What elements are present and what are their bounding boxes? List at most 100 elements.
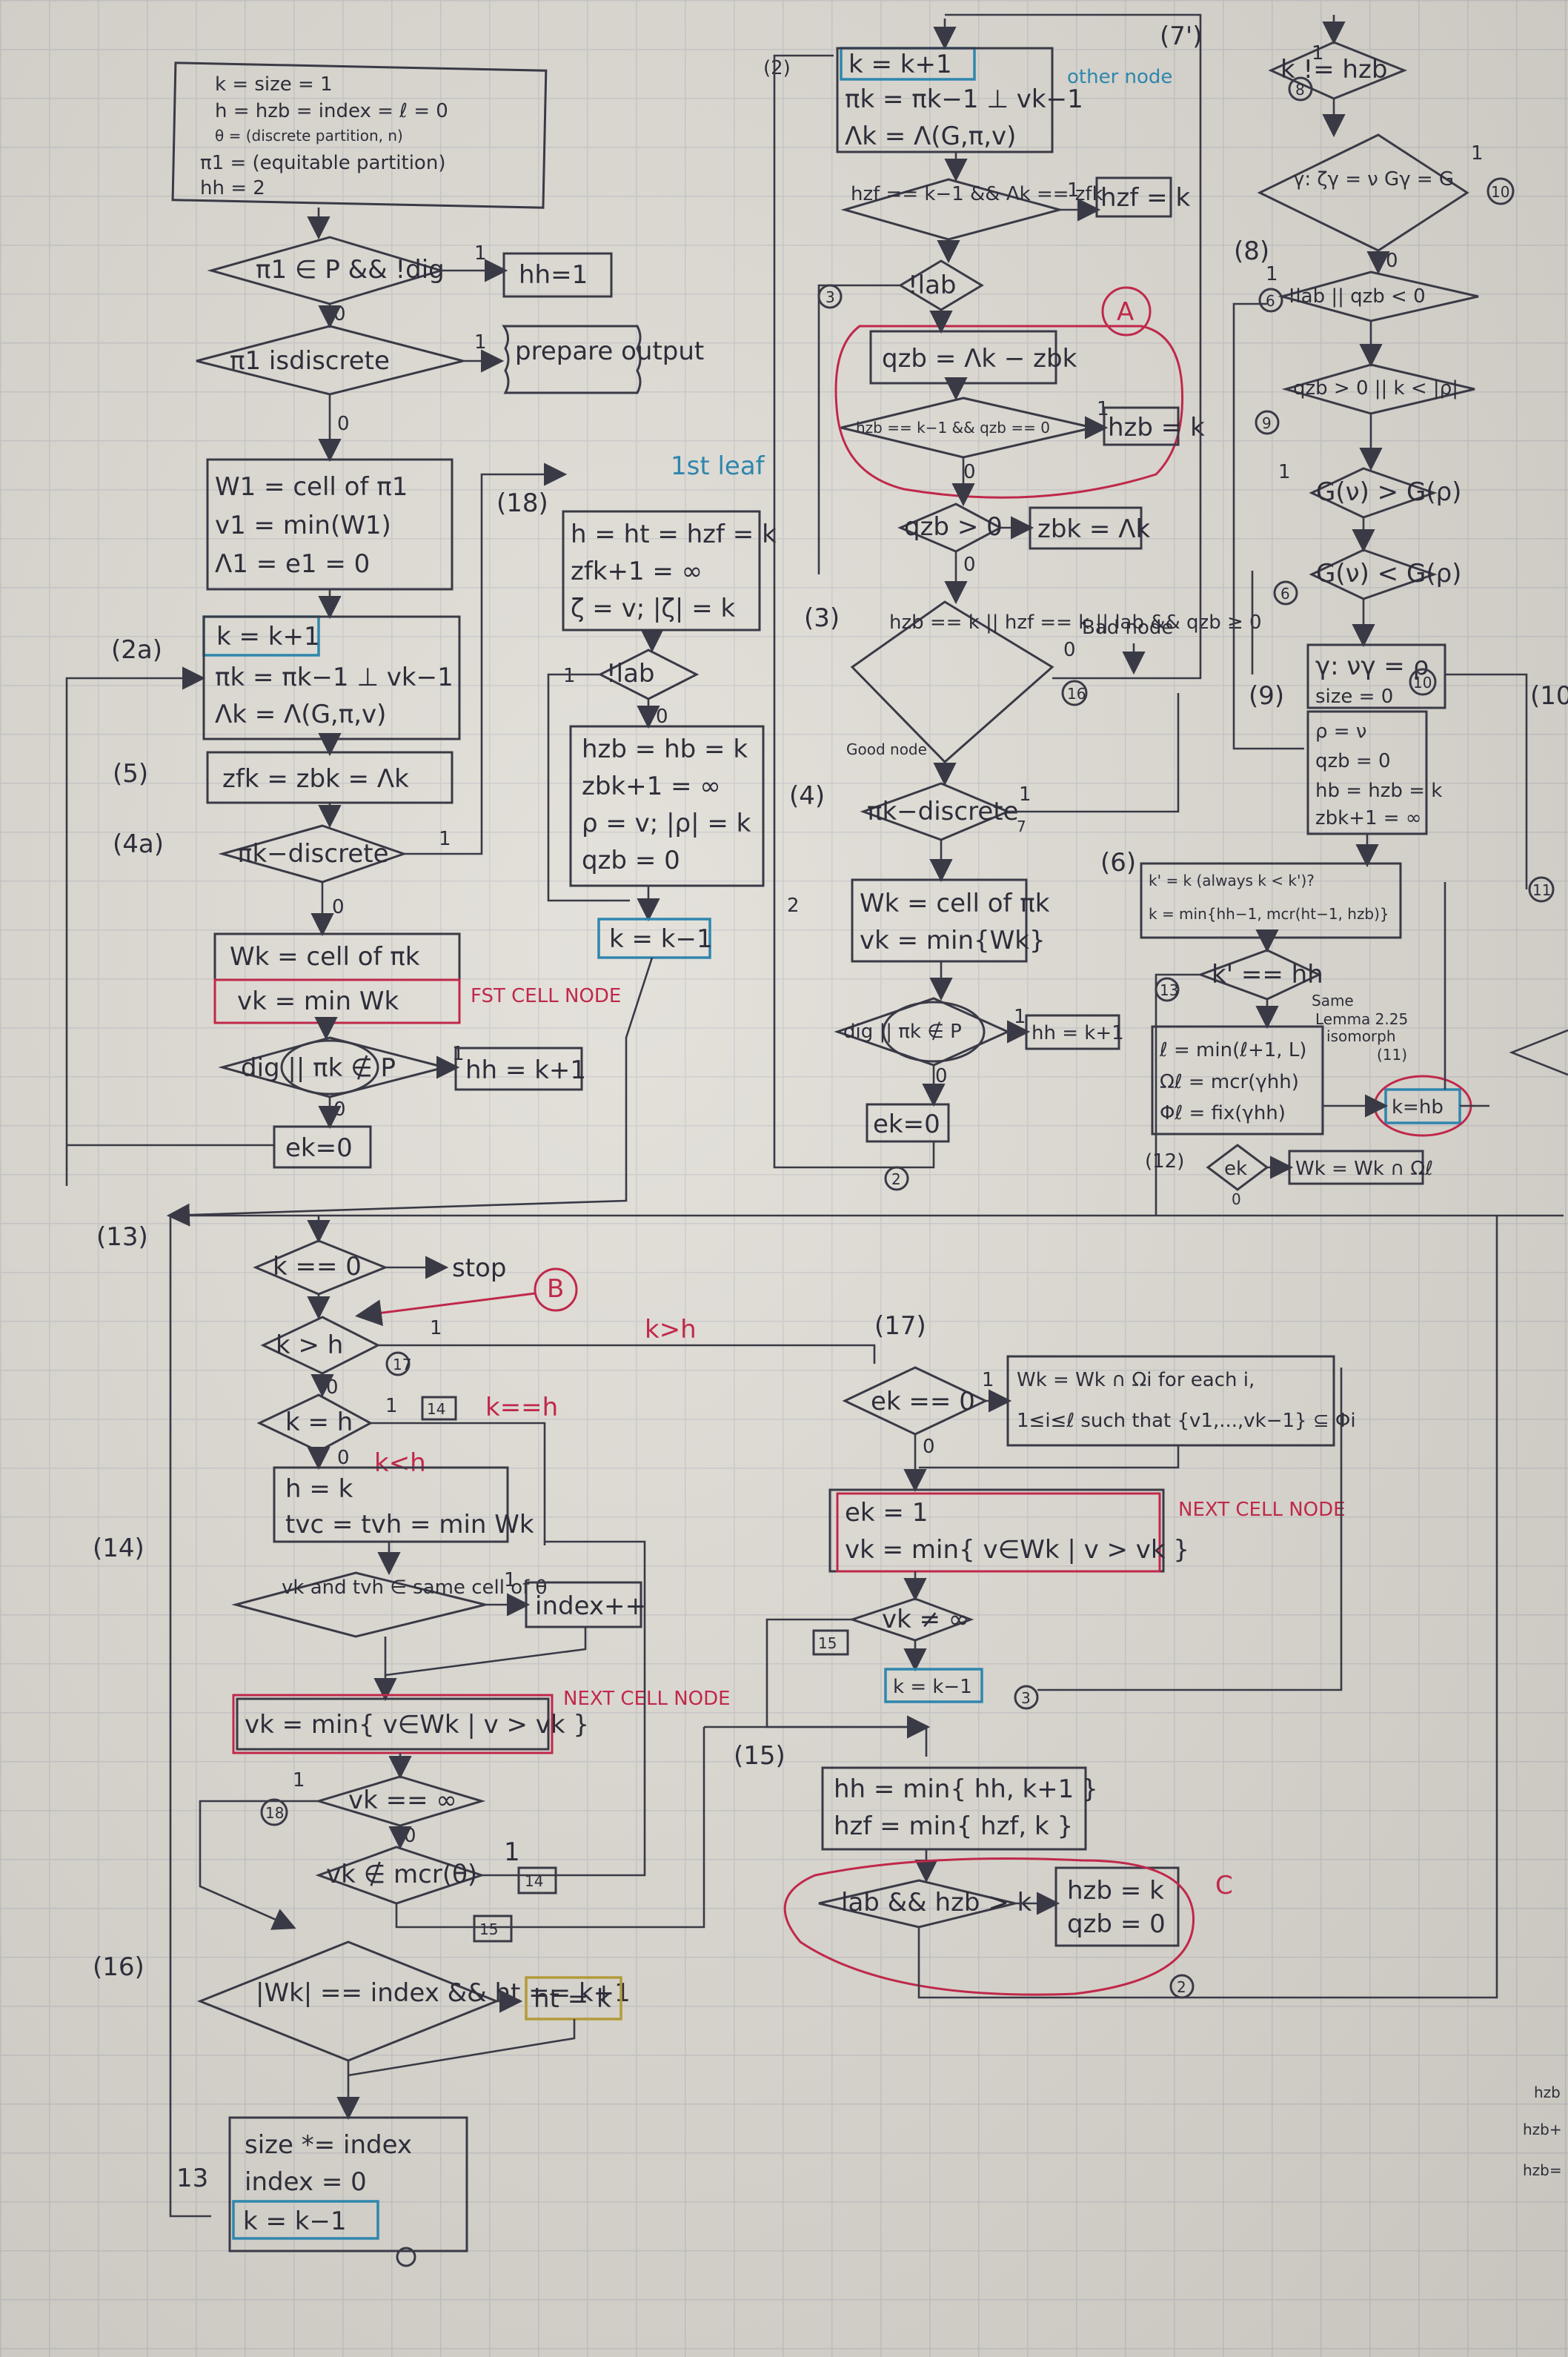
svg-text:15: 15 [479,1920,498,1938]
svg-text:1: 1 [385,1395,398,1417]
init-line4: π1 = (equitable partition) [200,152,445,174]
svg-text:qzb = 0: qzb = 0 [582,846,680,875]
svg-text:ζ = v; |ζ| = k: ζ = v; |ζ| = k [571,594,735,623]
k-decrement-box-bottom [232,2200,379,2240]
svg-text:ek=0: ek=0 [285,1133,353,1163]
decision-ek-right [1206,1144,1269,1191]
good-node-note: Good node [846,740,927,758]
svg-text:0: 0 [963,554,976,576]
svg-text:k = h: k = h [285,1408,353,1437]
prepare-output-box [502,325,642,394]
svg-text:zbk+1 = ∞: zbk+1 = ∞ [582,772,721,801]
edge-note-1: hzb [1534,2083,1561,2101]
decision-pi1-in-P-label: π1 ∈ P && !dig [256,255,445,285]
svg-text:hzb = k: hzb = k [1067,1876,1164,1906]
svg-text:17: 17 [393,1356,411,1373]
decision-wk-index-ht-label: |Wk| == index && ht == k+1 [256,1978,631,2008]
decision-pi1-discrete-label: π1 isdiscrete [230,346,390,376]
svg-text:Λk = Λ(G,π,v): Λk = Λ(G,π,v) [845,122,1016,151]
svg-text:13: 13 [176,2164,208,2193]
label-13: (13) [96,1222,148,1252]
h-k-block [273,1466,509,1543]
label-8: (8) [1234,236,1269,266]
svg-text:k > h: k > h [276,1330,343,1360]
svg-text:1: 1 [1067,179,1080,202]
svg-text:13: 13 [1160,981,1178,999]
svg-text:1: 1 [430,1317,442,1339]
svg-text:dig || πk ∉ P: dig || πk ∉ P [241,1053,396,1083]
svg-text:1: 1 [1014,1006,1026,1028]
k-eq-h-note: k==h [485,1393,558,1422]
svg-text:Same: Same [1312,992,1354,1010]
svg-text:πk−discrete: πk−discrete [867,797,1018,826]
svg-text:0: 0 [1232,1190,1241,1208]
svg-text:0: 0 [923,1436,935,1458]
svg-text:G(ν) < G(ρ): G(ν) < G(ρ) [1316,559,1461,589]
svg-text:0: 0 [326,1376,339,1399]
hh-k1-box-left [454,1047,583,1091]
svg-text:γ: ζγ = ν Gγ = G: γ: ζγ = ν Gγ = G [1293,168,1454,190]
other-node-note: other node [1067,66,1172,88]
svg-text:0: 0 [404,1825,416,1847]
bad-node-note: Bad node [1082,617,1173,639]
svg-text:ℓ = min(ℓ+1, L): ℓ = min(ℓ+1, L) [1159,1039,1306,1061]
svg-text:vk ∉ mcr(θ): vk ∉ mcr(θ) [326,1860,477,1889]
svg-text:dig || πk ∉ P: dig || πk ∉ P [843,1021,962,1043]
svg-text:k != hzb: k != hzb [1280,55,1387,84]
label-17: (17) [874,1311,926,1341]
svg-text:index = 0: index = 0 [245,2167,367,2197]
edge-note-3: hzb= [1523,2161,1562,2179]
svg-text:zbk = Λk: zbk = Λk [1037,514,1150,544]
svg-text:!lab || qzb < 0: !lab || qzb < 0 [1288,285,1426,308]
svg-text:6: 6 [1280,585,1290,603]
svg-text:hh = min{ hh, k+1 }: hh = min{ hh, k+1 } [834,1774,1098,1804]
label-7-prime: (7') [1160,21,1203,51]
svg-text:0: 0 [1063,639,1076,661]
label-18: (18) [496,488,548,518]
label-16: (16) [93,1952,144,1982]
edge-note-2: hzb+ [1523,2121,1562,2138]
hzb-qzb-reset-block [1054,1866,1180,1947]
svg-text:size *= index: size *= index [245,2130,412,2160]
svg-text:1: 1 [504,1837,520,1867]
svg-text:Wk = cell of πk: Wk = cell of πk [860,889,1050,918]
svg-text:isomorph: isomorph [1326,1027,1396,1045]
svg-text:10: 10 [1413,674,1432,692]
svg-text:vk == ∞: vk == ∞ [348,1786,457,1815]
svg-text:size = 0: size = 0 [1315,686,1393,708]
fst-cell-node-note: FST CELL NODE [471,985,621,1007]
init-line2: h = hzb = index = ℓ = 0 [215,100,448,122]
svg-text:0: 0 [656,706,668,728]
svg-text:1: 1 [474,331,487,354]
svg-text:zfk = zbk = Λk: zfk = zbk = Λk [222,764,409,794]
svg-text:hb = hzb = k: hb = hzb = k [1315,780,1442,802]
svg-text:Ωℓ = mcr(γhh): Ωℓ = mcr(γhh) [1160,1071,1299,1093]
label-3: (3) [804,603,840,633]
svg-text:hzb = k: hzb = k [1108,413,1205,442]
label-2: (2) [763,57,791,79]
svg-text:ht = k: ht = k [534,1984,611,2014]
hzf-k-box [1095,176,1172,218]
svg-text:qzb > 0 || k < |ρ|: qzb > 0 || k < |ρ| [1293,377,1458,400]
svg-text:3: 3 [1021,1689,1031,1707]
svg-text:k=hb: k=hb [1392,1096,1444,1118]
svg-text:11: 11 [1532,881,1551,899]
init-block: k = size = 1 h = hzb = index = ℓ = 0 θ =… [171,62,548,209]
svg-text:2: 2 [891,1170,901,1188]
svg-text:k' == hh: k' == hh [1212,960,1323,989]
svg-text:vk = min{ v∈Wk | v > vk }: vk = min{ v∈Wk | v > vk } [245,1710,589,1740]
svg-text:qzb = Λk − zbk: qzb = Λk − zbk [882,344,1077,374]
svg-text:k = min{hh−1, mcr(ht−1, hzb)}: k = min{hh−1, mcr(ht−1, hzb)} [1149,905,1389,923]
svg-text:h = k: h = k [285,1474,353,1504]
k-lt-h-note: k<h [374,1448,426,1478]
decision-same-cell-theta-label: vk and tvh ∈ same cell of θ [282,1577,547,1599]
svg-text:(11): (11) [1377,1046,1407,1064]
svg-text:1: 1 [474,242,487,265]
wk-omega-i-block [1006,1355,1335,1447]
svg-text:h = ht = hzf = k: h = ht = hzf = k [571,520,777,549]
svg-text:1: 1 [1019,783,1032,806]
svg-text:0: 0 [337,413,350,435]
svg-text:1: 1 [504,1569,516,1591]
label-5: (5) [113,759,148,789]
